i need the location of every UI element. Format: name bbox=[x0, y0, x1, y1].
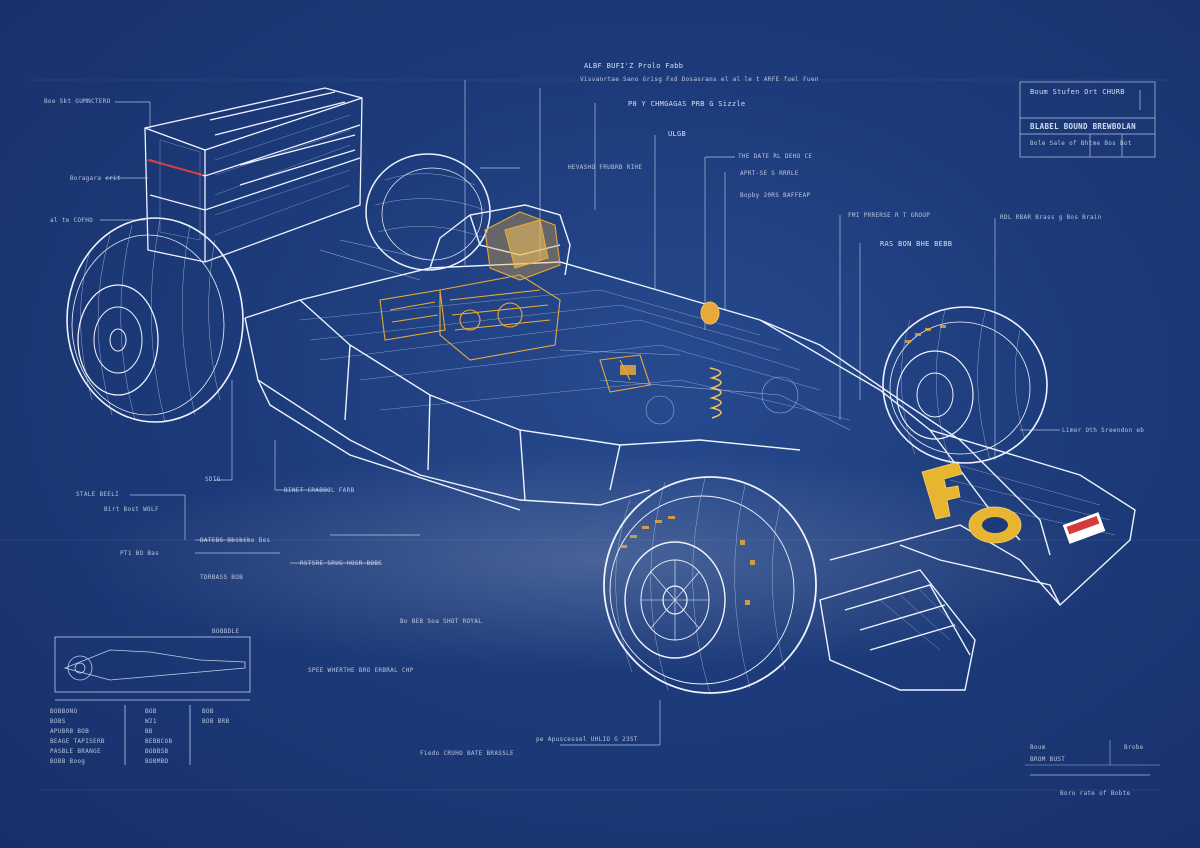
upper-right-label-2: APRT-SE S RRRLE bbox=[740, 170, 799, 177]
inset-label: BOBBDLE bbox=[212, 628, 240, 635]
under-label-3: DATEBS Bbibibe Bes bbox=[200, 537, 271, 544]
top-left-tag: Boe Skt GUMNCTERO bbox=[44, 98, 111, 105]
lower-left-label-4: TDRBASS BOB bbox=[200, 574, 244, 581]
spec-item: BOB bbox=[145, 708, 157, 715]
spec-item: PASBLE BRANGE bbox=[50, 748, 101, 755]
bottom-right-label-1: Boum bbox=[1030, 744, 1046, 751]
spec-item: BOBS bbox=[50, 718, 66, 725]
mid-right-label-1: FMI PRRERSE R T GROUP bbox=[848, 212, 931, 219]
under-label-4: RSTSRE SRUG HOSR BOBS bbox=[300, 560, 383, 567]
bottom-right-footer: Boro rate of Bobte bbox=[1060, 790, 1131, 797]
bottom-right-label-2: BROM BUST bbox=[1030, 756, 1066, 763]
top-center-label-2: Visvanrtae Sano Grisg Fxd Dosasrans el a… bbox=[580, 76, 819, 83]
spec-item: APUBRB BOB bbox=[50, 728, 90, 735]
upper-right-label-3: Bopby 20RS BAFFEAP bbox=[740, 192, 811, 199]
rear-wing-note: Boragara crit bbox=[70, 175, 121, 182]
spec-item: BOBMBD bbox=[145, 758, 169, 765]
lower-left-label-2: Birt Bost WOLF bbox=[104, 506, 159, 513]
brake-label: SPEE WHERTHE BRO ERBRAL CHP bbox=[308, 667, 414, 674]
spec-item: W21 bbox=[145, 718, 157, 725]
spec-item: BEAGE TAPISERB bbox=[50, 738, 105, 745]
chem-label: P0 Y CHMGAGAS PRB G Sizzle bbox=[628, 100, 746, 108]
bottom-center-label-2: Fiedo CRUHO BATE BRASSLE bbox=[420, 750, 514, 757]
far-right-label: RDL RBAR Brass g Bos Brain bbox=[1000, 214, 1102, 221]
upper-right-label-1: THE DATE RL DEHO CE bbox=[738, 153, 813, 160]
spec-column-1: BOBBONO BOBS APUBRB BOB BEAGE TAPISERB P… bbox=[50, 708, 105, 768]
spec-item: BB bbox=[145, 728, 153, 735]
title-block-title: Boum Stufen Ort CHURB bbox=[1030, 88, 1125, 96]
center-low-label: Bo BEB Soa SHOT ROYAL bbox=[400, 618, 483, 625]
spec-column-3: BOB BOB BRB bbox=[202, 708, 229, 728]
bottom-right-label-3: Brobe bbox=[1124, 744, 1144, 751]
title-block-header: BLABEL BOUND BREWBOLAN bbox=[1030, 122, 1136, 131]
spec-item: BOBB Boog bbox=[50, 758, 86, 765]
under-label-1: SDIG bbox=[205, 476, 221, 483]
lower-left-label-3: PT1 BO Bas bbox=[120, 550, 160, 557]
lower-left-label-1: STALE BEELI bbox=[76, 491, 120, 498]
right-wheel-label: Limer Oth Sreendon eb bbox=[1062, 427, 1145, 434]
top-center-label-1: ALBF BUFI'Z Prolo Fabb bbox=[584, 62, 684, 70]
spec-item: BEBBCOB bbox=[145, 738, 173, 745]
under-label-2: BINET CRABBOL FARB bbox=[284, 487, 355, 494]
spec-item: BOB bbox=[202, 708, 214, 715]
title-block-sub: Bole Sale of Bhtme Bos Bot bbox=[1030, 140, 1132, 147]
ugs-label: ULGB bbox=[668, 130, 687, 138]
spec-item: BOBBSB bbox=[145, 748, 169, 755]
spec-item: BOB BRB bbox=[202, 718, 230, 725]
spec-item: BOBBONO bbox=[50, 708, 78, 715]
bottom-center-label: pe Apuscessel UHLIO G 23ST bbox=[536, 736, 638, 743]
heavy-label: HEVASHO FRUBRB RIHE bbox=[568, 164, 643, 171]
left-label: al te COFHO bbox=[50, 217, 94, 224]
mid-right-label-2: RAS BON BHE BEBB bbox=[880, 240, 953, 248]
spec-column-2: BOB W21 BB BEBBCOB BOBBSB BOBMBD bbox=[145, 708, 172, 768]
